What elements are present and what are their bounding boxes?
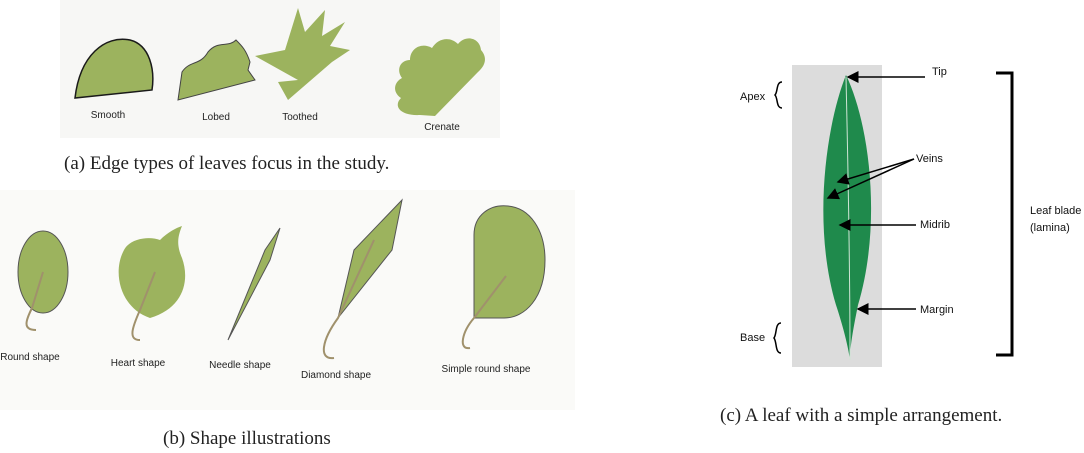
shape-illustrations-graphic [0, 190, 575, 412]
caption-b: (b) Shape illustrations [163, 428, 331, 450]
panel-leaf-anatomy: Tip Apex Veins Midrib Margin Base Leaf b… [730, 55, 1084, 375]
shape-label-round: Round shape [0, 352, 60, 363]
shape-label-needle: Needle shape [209, 360, 271, 371]
label-apex: Apex [740, 91, 765, 103]
label-midrib: Midrib [920, 219, 950, 231]
shape-label-simple-round: Simple round shape [442, 364, 531, 375]
caption-c: (c) A leaf with a simple arrangement. [720, 405, 1002, 427]
panel-shape-illustrations: Round shape Heart shape Needle shape Dia… [0, 190, 575, 412]
edge-types-illustration [60, 0, 500, 140]
shape-label-diamond: Diamond shape [301, 370, 371, 381]
label-tip: Tip [932, 66, 947, 78]
label-veins: Veins [916, 153, 943, 165]
caption-a: (a) Edge types of leaves focus in the st… [64, 153, 389, 175]
edge-label-smooth: Smooth [91, 110, 125, 121]
apex-bracket [775, 82, 782, 108]
edge-label-crenate: Crenate [424, 122, 460, 133]
panel-edge-types: Smooth Lobed Toothed Crenate [60, 0, 500, 140]
shape-label-heart: Heart shape [111, 358, 165, 369]
edge-label-lobed: Lobed [202, 112, 230, 123]
edge-label-toothed: Toothed [282, 112, 318, 123]
label-margin: Margin [920, 304, 954, 316]
label-lamina: (lamina) [1030, 222, 1070, 234]
simple-round-shape-leaf [474, 206, 545, 318]
leaf-blade-bracket [996, 73, 1012, 355]
label-leaf-blade: Leaf blade [1030, 205, 1081, 217]
label-base: Base [740, 332, 765, 344]
base-bracket [774, 323, 781, 353]
